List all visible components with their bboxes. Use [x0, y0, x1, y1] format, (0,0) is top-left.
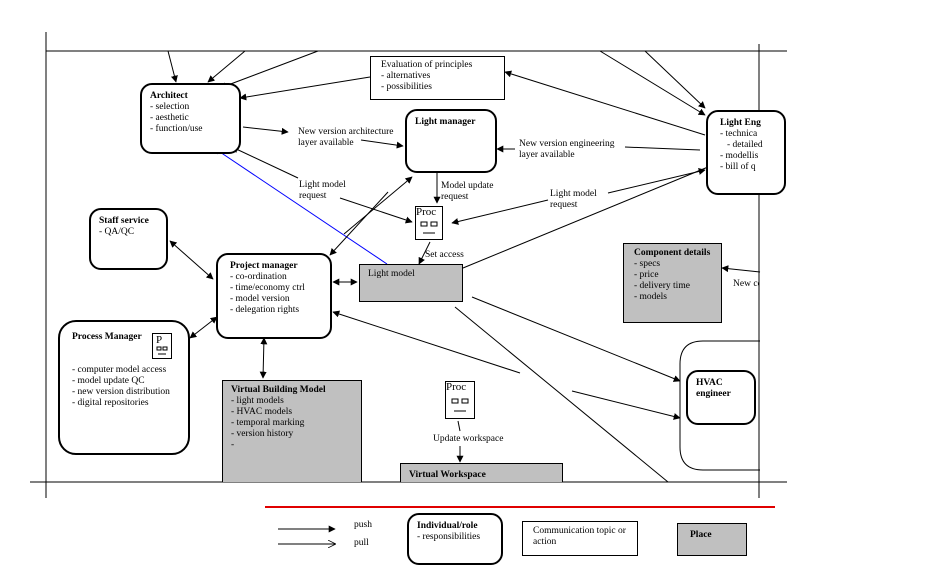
legend-topic-box: Communication topic or action — [522, 521, 638, 556]
staff-service-items: QA/QC — [99, 227, 158, 238]
list-item: delivery time — [634, 281, 713, 292]
vbm-title: Virtual Building Model — [231, 385, 326, 395]
list-item: QA/QC — [99, 227, 158, 238]
legend-topic-text: Communication topic or action — [533, 526, 626, 547]
list-item: new version distribution — [72, 387, 176, 398]
list-item: price — [634, 270, 713, 281]
architect-box[interactable]: Architect selection aesthetic function/u… — [140, 83, 241, 154]
staff-service-title: Staff service — [99, 216, 149, 226]
list-item: function/use — [150, 124, 231, 135]
project-manager-title: Project manager — [230, 261, 298, 271]
evaluation-topic[interactable]: Evaluation of principles alternatives po… — [370, 56, 505, 100]
list-item: delegation rights — [230, 305, 322, 316]
label-light-model-request-left: Light model request — [299, 180, 346, 201]
list-item: model version — [230, 294, 322, 305]
light-manager-box[interactable]: Light manager — [405, 109, 497, 173]
process-icon-text: Proc — [416, 206, 437, 218]
label-update-workspace: Update workspace — [433, 434, 504, 444]
legend-place-box: Place — [677, 523, 747, 556]
project-manager-items: co-ordination time/economy ctrl model ve… — [230, 272, 322, 316]
list-item: HVAC models — [231, 407, 353, 418]
vbm-items: light models HVAC models temporal markin… — [231, 396, 353, 451]
list-item: temporal marking — [231, 418, 353, 429]
legend-role-box: Individual/role - responsibilities — [407, 513, 503, 565]
architect-items: selection aesthetic function/use — [150, 102, 231, 135]
hvac-engineer-title: HVAC engineer — [696, 378, 731, 399]
light-engineer-items: technica detailed modellis bill of q — [720, 129, 776, 173]
list-item: digital repositories — [72, 398, 176, 409]
list-item: technica — [720, 129, 776, 140]
list-item: time/economy ctrl — [230, 283, 322, 294]
label-new-version-eng: New version engineering layer available — [519, 139, 615, 160]
legend-role-title: Individual/role — [417, 521, 478, 531]
list-item: model update QC — [72, 376, 176, 387]
list-item: aesthetic — [150, 113, 231, 124]
staff-service-box[interactable]: Staff service QA/QC — [89, 208, 168, 270]
label-new-co: New co — [733, 279, 759, 289]
evaluation-items: alternatives possibilities — [381, 71, 498, 93]
process-manager-title: Process Manager — [72, 332, 142, 342]
list-item: possibilities — [381, 82, 498, 93]
legend-role-sub-text: responsibilities — [422, 532, 481, 542]
list-item: models — [634, 292, 713, 303]
process-icon-glyph — [445, 381, 475, 419]
legend-role-sub: - responsibilities — [417, 532, 481, 542]
architect-title: Architect — [150, 91, 188, 101]
process-icon: Proc — [415, 206, 443, 240]
legend-pull-label: pull — [354, 538, 369, 548]
process-icon-glyph — [415, 206, 443, 240]
list-item: light models — [231, 396, 353, 407]
legend-place-text: Place — [690, 530, 712, 540]
light-manager-title: Light manager — [415, 117, 476, 127]
hvac-engineer-box[interactable]: HVAC engineer — [686, 370, 756, 425]
process-manager-icon-text: P — [156, 334, 163, 346]
label-set-access: Set access — [425, 250, 464, 260]
component-details-items: specs price delivery time models — [634, 259, 713, 303]
virtual-workspace-title: Virtual Workspace — [409, 470, 486, 480]
label-new-version-arch: New version architecture layer available — [298, 127, 394, 148]
light-model-title: Light model — [368, 269, 415, 279]
list-item: specs — [634, 259, 713, 270]
component-details-title: Component details — [634, 248, 711, 258]
light-engineer-title: Light Eng — [720, 118, 761, 128]
process-manager-icon: P — [152, 333, 172, 359]
label-light-model-request-right: Light model request — [550, 189, 597, 210]
label-model-update-request: Model update request — [441, 181, 494, 202]
list-item: selection — [150, 102, 231, 113]
process-icon: Proc — [445, 381, 475, 419]
legend-push-label: push — [354, 520, 372, 530]
evaluation-title: Evaluation of principles — [381, 60, 473, 70]
list-item — [231, 440, 353, 451]
process-manager-icon-glyph — [152, 333, 172, 359]
list-item: modellis — [720, 151, 776, 162]
light-model-place[interactable]: Light model — [359, 264, 463, 302]
list-item: co-ordination — [230, 272, 322, 283]
project-manager-box[interactable]: Project manager co-ordination time/econo… — [216, 253, 332, 339]
light-engineer-box[interactable]: Light Eng technica detailed modellis bil… — [706, 110, 786, 195]
list-item: alternatives — [381, 71, 498, 82]
process-icon-text: Proc — [446, 381, 467, 393]
list-item: bill of q — [720, 162, 776, 173]
list-item: version history — [231, 429, 353, 440]
list-item: detailed — [720, 140, 776, 151]
virtual-building-model-place[interactable]: Virtual Building Model light models HVAC… — [222, 380, 362, 482]
list-item-text: detailed — [732, 140, 763, 150]
list-item: computer model access — [72, 365, 176, 376]
process-manager-items: computer model access model update QC ne… — [72, 365, 176, 409]
component-details-place[interactable]: Component details specs price delivery t… — [623, 243, 722, 323]
virtual-workspace-place[interactable]: Virtual Workspace — [400, 463, 563, 482]
